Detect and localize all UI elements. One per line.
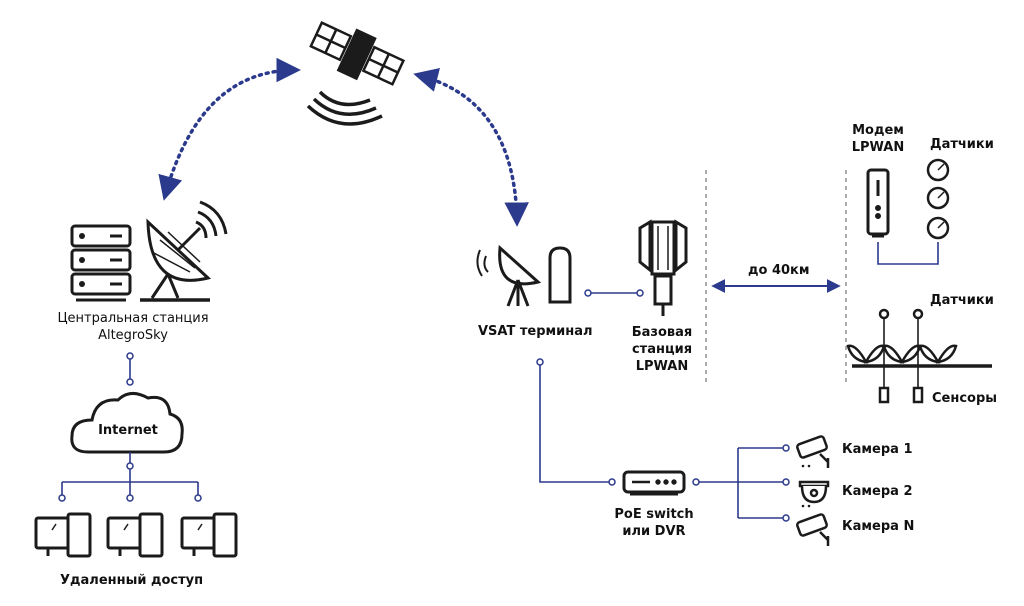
computer-icon [106,512,164,558]
satellite-icon [306,21,406,126]
satellite-link-right [413,68,529,227]
vsat-dish-icon [476,244,542,307]
plants-icon [846,308,992,404]
camera-2-label: Камера 2 [842,484,913,499]
internet-label: Internet [98,423,158,438]
camera-n-label: Камера N [842,519,915,534]
central-station-line2: AltegroSky [98,328,168,343]
modem-icon [866,168,890,238]
bullet-camera-icon [796,435,830,468]
cloud-icon [70,392,184,454]
base-station-antenna-icon [638,219,688,316]
distance-label: до 40км [748,263,810,278]
computer-icon [180,512,238,558]
server-icon [70,224,132,302]
satellite-dish-icon [140,200,228,302]
base-station-line1: Базовая [631,325,693,340]
central-station-label: Центральная станция AltegroSky [48,310,218,344]
gauge-icon [926,186,950,210]
computer-icon [34,512,92,558]
modem-line1: Модем [852,123,904,138]
bullet-camera-icon [796,513,830,546]
sensors-mid-label: Датчики [930,293,994,308]
gauge-icon [926,158,950,182]
gauge-icon [926,216,950,240]
base-station-line2: станция [631,342,693,357]
switch-icon [622,470,686,496]
dome-camera-icon [798,480,830,504]
modem-label: Модем LPWAN [844,122,912,156]
switch-label: PoE switch или DVR [606,506,702,540]
switch-line2: или DVR [622,524,686,539]
central-station-line1: Центральная станция [57,311,209,326]
vsat-label: VSAT терминал [478,324,593,339]
base-station-label: Базовая станция LPWAN [624,324,700,375]
sensors-bottom-label: Сенсоры [932,391,998,406]
sensors-top-label: Датчики [930,137,994,152]
base-station-line3: LPWAN [635,359,689,374]
satellite-link-left [158,57,301,201]
remote-access-label: Удаленный доступ [60,573,204,588]
switch-line1: PoE switch [614,507,694,522]
camera-1-label: Камера 1 [842,442,913,457]
modem-line2: LPWAN [851,140,905,155]
antenna-icon [548,246,572,304]
